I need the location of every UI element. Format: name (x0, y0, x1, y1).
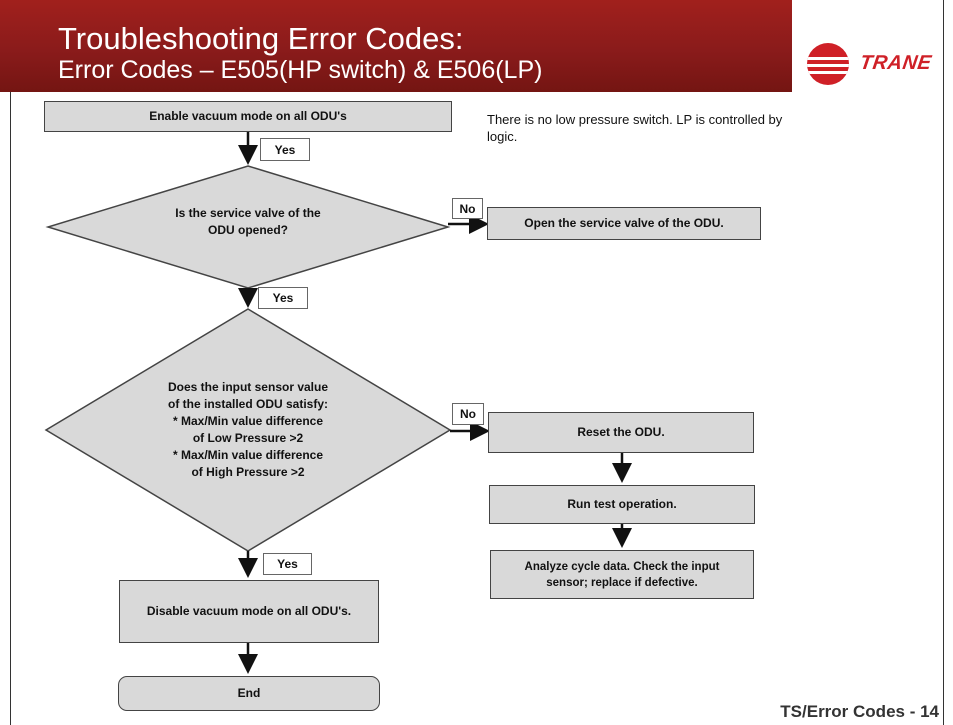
yes-label-2: Yes (258, 287, 308, 309)
yes-label-1: Yes (260, 138, 310, 161)
decision-valve-line1: Is the service valve of the (175, 206, 321, 220)
note-text: There is no low pressure switch. LP is c… (487, 112, 783, 144)
action-analyze-line2: sensor; replace if defective. (546, 576, 698, 589)
decision-sensor-line1: Does the input sensor value (167, 380, 329, 394)
end-terminal: End (118, 676, 380, 711)
decision-valve-line2: ODU opened? (208, 223, 288, 237)
page-title: Troubleshooting Error Codes: (58, 21, 464, 56)
frame-left-border (10, 92, 11, 725)
decision-sensor-line4: of Low Pressure >2 (192, 431, 304, 445)
trane-logo: TRANE (798, 40, 948, 88)
yes-label-3: Yes (263, 553, 312, 575)
action-reset-odu: Reset the ODU. (488, 412, 754, 453)
page-subtitle: Error Codes – E505(HP switch) & E506(LP) (58, 56, 543, 84)
step-enable-vacuum: Enable vacuum mode on all ODU's (44, 101, 452, 132)
no-label-1: No (452, 198, 483, 219)
decision-sensor-line5: * Max/Min value difference (172, 448, 324, 462)
action-analyze-line1: Analyze cycle data. Check the input (524, 560, 720, 573)
decision-valve-text: Is the service valve of the ODU opened? (128, 205, 368, 239)
step-disable-vacuum: Disable vacuum mode on all ODU's. (119, 580, 379, 643)
no-label-2: No (452, 403, 484, 425)
action-open-valve: Open the service valve of the ODU. (487, 207, 761, 240)
decision-sensor-line6: of High Pressure >2 (191, 465, 305, 479)
action-run-test: Run test operation. (489, 485, 755, 524)
decision-sensor-line2: of the installed ODU satisfy: (167, 397, 329, 411)
decision-sensor-text: Does the input sensor value of the insta… (118, 379, 378, 481)
header-bar: Troubleshooting Error Codes: Error Codes… (0, 0, 792, 92)
trane-logo-icon (807, 43, 849, 85)
frame-right-border (943, 0, 944, 725)
footer-page-label: TS/Error Codes - 14 (780, 702, 939, 721)
decision-sensor-line3: * Max/Min value difference (172, 414, 324, 428)
action-analyze-cycle: Analyze cycle data. Check the input sens… (490, 550, 754, 599)
